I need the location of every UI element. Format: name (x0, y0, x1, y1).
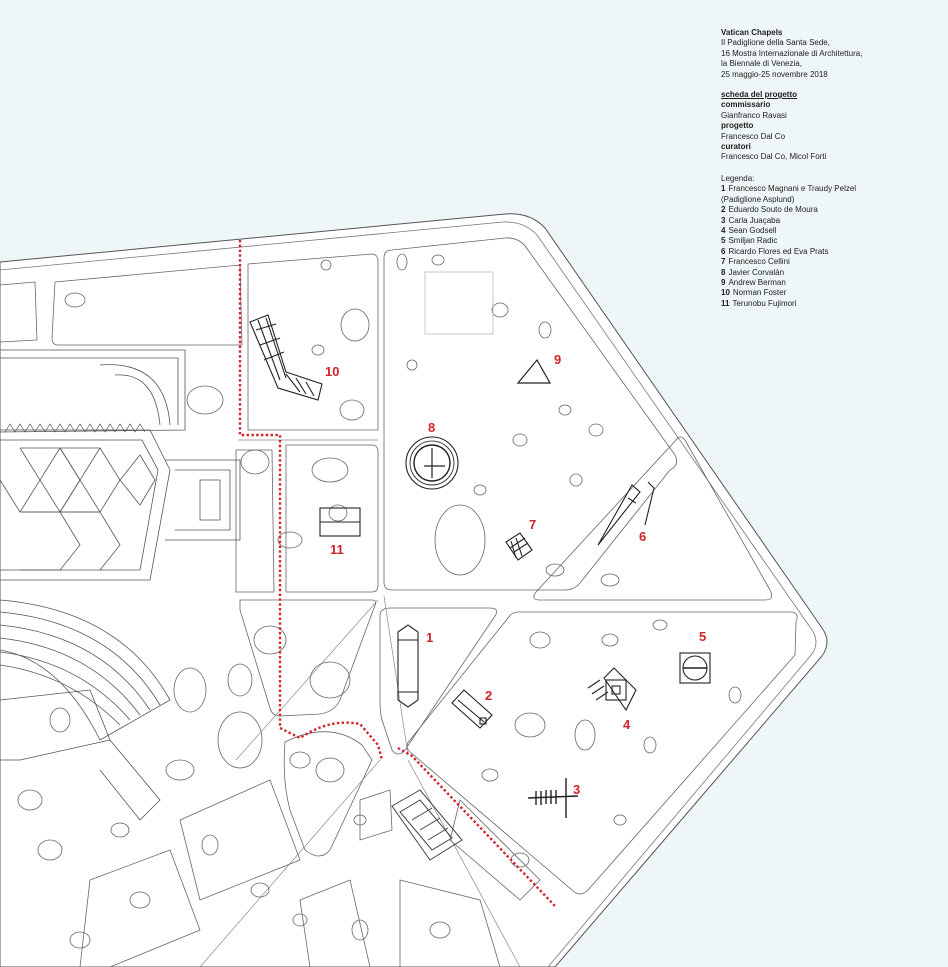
info-panel: Vatican Chapels Il Padiglione della Sant… (721, 28, 936, 309)
label-3: 3 (573, 782, 581, 797)
service-building (391, 789, 463, 861)
subtitle-line: la Biennale di Venezia, (721, 59, 802, 69)
chapel-9-berman (516, 358, 552, 384)
curators-value: Francesco Dal Co, Micol Forti (721, 152, 827, 162)
label-7: 7 (529, 517, 537, 532)
label-9: 9 (554, 352, 562, 367)
legend-title: Legenda: (721, 173, 755, 183)
label-11: 11 (330, 542, 344, 557)
roads (199, 439, 521, 967)
subtitle-line: 25 maggio-25 novembre 2018 (721, 69, 828, 79)
label-10: 10 (325, 364, 340, 379)
project-heading: scheda del progetto (721, 90, 798, 100)
chapel-7-cellini (505, 532, 533, 561)
tree-outlines (17, 253, 742, 949)
label-6: 6 (639, 529, 647, 544)
label-4: 4 (623, 717, 631, 732)
chapel-11-fujimori (319, 507, 361, 537)
subtitle-line: Il Padiglione della Santa Sede, (721, 38, 830, 48)
commissioner-value: Gianfranco Ravasi (721, 110, 787, 120)
visitor-route (238, 240, 556, 907)
label-2: 2 (485, 688, 493, 703)
chapel-10-foster (249, 314, 323, 401)
label-1: 1 (426, 630, 434, 645)
plaza-outline (424, 271, 494, 335)
project-value: Francesco Dal Co (721, 131, 786, 141)
chapel-5-radic (679, 652, 711, 684)
chapel-4-godsell (587, 667, 637, 712)
commissioner-label: commissario (721, 100, 771, 110)
chapel-6-flores-prats (597, 481, 655, 546)
chapel-2-souto-de-moura (451, 689, 493, 729)
curators-label: curatori (721, 142, 751, 152)
pavilion-sawtooth (4, 423, 146, 433)
pavilion-building (0, 349, 241, 821)
chapel-8-corvalan (405, 436, 459, 490)
chapel-1-magnani-pelzel (397, 624, 419, 708)
project-label: progetto (721, 121, 754, 131)
legend-item-extra: (Padiglione Asplund) (721, 194, 795, 204)
title: Vatican Chapels (721, 28, 783, 37)
garden-blocks (0, 237, 798, 967)
label-8: 8 (428, 420, 436, 435)
label-5: 5 (699, 629, 707, 644)
chapel-3-juacaba (527, 778, 579, 818)
island-edge-inner (0, 221, 817, 967)
subtitle-line: 16 Mostra Internazionale di Architettura… (721, 48, 863, 58)
